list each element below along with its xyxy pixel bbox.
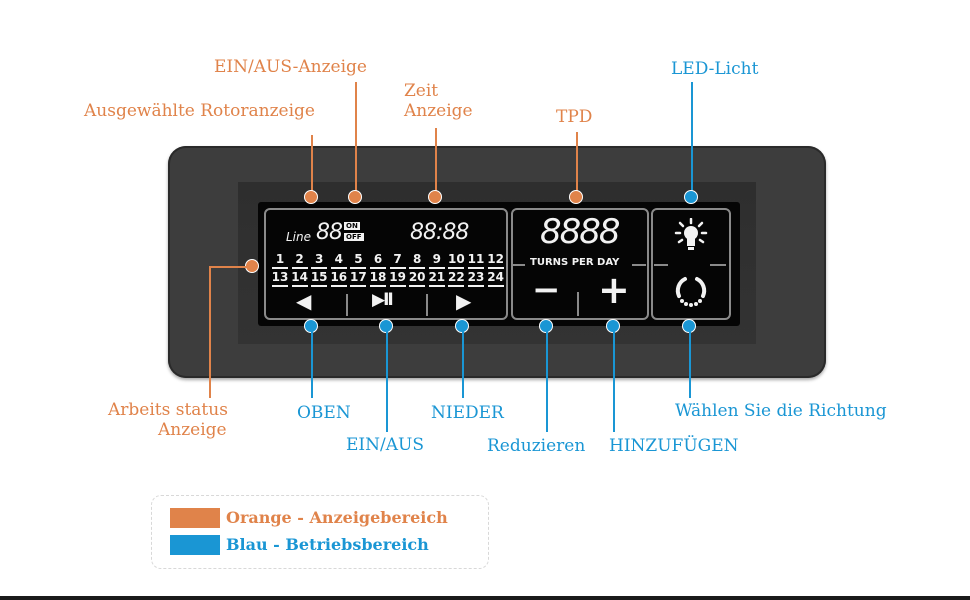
label-up: OBEN <box>297 403 351 423</box>
rotor-indicator: 1 <box>270 252 290 269</box>
rotor-indicator: 8 <box>407 252 427 269</box>
label-add: HINZUFÜGEN <box>609 436 739 456</box>
rotor-indicator: 13 <box>271 270 289 287</box>
marker-dot <box>569 190 583 204</box>
divider <box>426 294 428 316</box>
rotor-indicator: 10 <box>448 252 465 269</box>
label-down: NIEDER <box>431 403 504 423</box>
play-pause-icon: ▶II <box>372 290 394 310</box>
label-time-line1: Zeit <box>404 81 439 101</box>
marker-dot <box>245 259 259 273</box>
leader-line <box>311 330 313 398</box>
leader-line <box>613 330 615 432</box>
leader-line <box>209 266 247 268</box>
rotor-indicator: 2 <box>290 252 310 269</box>
rotate-direction-icon <box>675 277 707 307</box>
rotor-indicator: 20 <box>408 270 426 287</box>
rotor-indicator: 23 <box>467 270 485 287</box>
reduce-button[interactable]: − <box>514 270 576 314</box>
leader-line <box>386 330 388 432</box>
label-work-status-line1: Arbeits status <box>108 400 228 420</box>
leader-line <box>209 266 211 398</box>
leader-line <box>576 132 578 194</box>
label-tpd: TPD <box>556 107 593 127</box>
rotor-indicator: 22 <box>448 270 465 287</box>
legend-label-orange: Orange - Anzeigebereich <box>226 508 448 527</box>
label-on-off: EIN/AUS <box>346 435 424 455</box>
legend-swatch-orange <box>170 508 220 528</box>
rotor-indicator: 12 <box>487 252 504 269</box>
line-digits: 88 <box>316 220 343 245</box>
off-indicator: OFF <box>344 233 364 241</box>
leader-line <box>546 330 548 432</box>
label-led-light: LED-Licht <box>671 59 759 79</box>
rotor-indicator: 7 <box>388 252 408 269</box>
marker-dot <box>428 190 442 204</box>
rotor-indicator: 24 <box>487 270 504 287</box>
leader-line <box>462 330 464 398</box>
led-light-button[interactable] <box>654 210 726 262</box>
divider <box>710 264 726 266</box>
label-rotor-display: Ausgewählte Rotoranzeige <box>84 101 315 121</box>
on-indicator: ON <box>344 222 360 230</box>
tpd-digits: 8888 <box>540 212 621 252</box>
label-on-off-display: EIN/AUS-Anzeige <box>214 57 367 77</box>
rotor-indicator: 18 <box>369 270 387 287</box>
rotor-indicator: 9 <box>427 252 447 269</box>
marker-dot <box>684 190 698 204</box>
up-button[interactable]: ◀ <box>266 288 344 314</box>
left-arrow-icon: ◀ <box>296 289 312 313</box>
minus-icon: − <box>532 270 561 310</box>
leader-line <box>691 82 693 194</box>
bottom-border <box>0 596 970 600</box>
marker-dot <box>348 190 362 204</box>
rotor-indicator: 17 <box>350 270 367 287</box>
label-time-line2: Anzeige <box>404 101 473 121</box>
divider <box>577 292 579 316</box>
rotor-indicator: 3 <box>309 252 329 269</box>
add-button[interactable]: + <box>580 268 644 314</box>
rotor-indicator: 5 <box>348 252 368 269</box>
direction-button[interactable] <box>654 268 726 314</box>
plus-icon: + <box>598 268 630 312</box>
label-work-status-line2: Anzeige <box>158 420 227 440</box>
rotor-indicator: 21 <box>428 270 446 287</box>
divider <box>511 264 525 266</box>
down-button[interactable]: ▶ <box>428 288 504 314</box>
lightbulb-icon <box>674 218 708 250</box>
label-reduce: Reduzieren <box>487 436 586 456</box>
rotor-indicator: 16 <box>330 270 348 287</box>
rotor-indicator: 6 <box>368 252 388 269</box>
rotor-indicator: 11 <box>467 252 485 269</box>
legend-swatch-blue <box>170 535 220 555</box>
rotor-indicator: 14 <box>291 270 308 287</box>
line-label: Line <box>286 230 312 244</box>
label-direction: Wählen Sie die Richtung <box>675 401 887 421</box>
play-pause-button[interactable]: ▶II <box>346 288 426 314</box>
leader-line <box>689 330 691 398</box>
divider <box>346 294 348 316</box>
right-arrow-icon: ▶ <box>456 289 472 313</box>
divider <box>632 264 646 266</box>
rotor-indicator: 4 <box>329 252 349 269</box>
time-display: 88:88 <box>410 220 469 245</box>
legend-label-blue: Blau - Betriebsbereich <box>226 535 429 554</box>
divider <box>654 264 668 266</box>
legend: Orange - Anzeigebereich Blau - Betriebsb… <box>151 495 489 569</box>
marker-dot <box>304 190 318 204</box>
rotor-indicator: 19 <box>389 270 406 287</box>
leader-line <box>311 135 313 195</box>
tpd-caption: TURNS PER DAY <box>530 257 620 268</box>
leader-line <box>355 82 357 194</box>
leader-line <box>435 128 437 194</box>
rotor-indicator: 15 <box>310 270 328 287</box>
